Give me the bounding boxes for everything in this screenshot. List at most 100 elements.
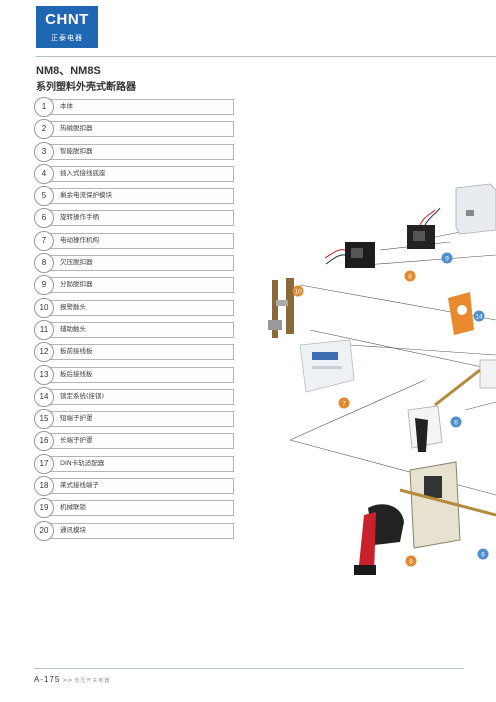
parts-item-label: 智能脱扣器 — [60, 146, 93, 155]
callout-marker — [404, 270, 416, 282]
red-operating-handle-part — [354, 504, 404, 575]
callout-label: 10 — [294, 289, 302, 296]
parts-list-item: 4 插入式接线底座 — [34, 162, 234, 184]
footer-rule — [34, 668, 464, 669]
parts-item-number: 1 — [34, 97, 54, 117]
parts-list-item: 16 长端子护罩 — [34, 429, 234, 452]
callout-marker — [477, 548, 489, 560]
parts-item-label: 热磁脱扣器 — [60, 124, 93, 133]
parts-list: 1 本体 2 热磁脱扣器 3 智能脱扣器 4 插入式接线底座 5 剩余电流保护模块 6 旋转操作手柄 7… — [34, 95, 234, 541]
callout-label: 14 — [475, 314, 483, 321]
callout-marker — [338, 397, 350, 409]
leader-line — [464, 401, 496, 411]
parts-item-number: 8 — [34, 253, 54, 274]
parts-item-label: 莱式接线端子 — [60, 481, 99, 490]
parts-list-item: 9 分励脱扣器 — [34, 273, 234, 296]
parts-item-label: 报警触头 — [60, 302, 86, 311]
parts-item-number: 3 — [34, 141, 54, 162]
parts-item-number: 10 — [34, 297, 54, 318]
page-title-model: NM8、NM8S — [36, 65, 101, 77]
parts-item-label: 电动操作机构 — [60, 235, 99, 244]
parts-list-item: 15 短端子护罩 — [34, 407, 234, 430]
footer-category: 低压开关电器 — [74, 678, 111, 684]
interlock-part — [268, 278, 294, 338]
callout-marker — [473, 310, 485, 322]
parts-item-label: 板后接线板 — [60, 369, 93, 378]
parts-list-item: 13 板后接线板 — [34, 363, 234, 385]
parts-item-label: 通讯模块 — [60, 525, 86, 534]
parts-list-item: 2 热磁脱扣器 — [34, 117, 234, 140]
parts-item-label: 短端子护罩 — [60, 414, 93, 423]
parts-item-label: 锁定系统(挂锁) — [60, 391, 105, 400]
parts-list-item: 10 报警触头 — [34, 296, 234, 318]
parts-list-item: 5 剩余电流保护模块 — [34, 184, 234, 207]
rotary-handle-part — [407, 405, 443, 452]
parts-item-number: 17 — [34, 453, 54, 474]
parts-item-label: 插入式接线底座 — [60, 168, 106, 177]
logo-sub: 正泰电器 — [51, 34, 83, 42]
parts-list-item: 20 通讯模块 — [34, 519, 234, 541]
parts-item-label: 长端子护罩 — [60, 436, 93, 445]
parts-item-number: 7 — [34, 230, 54, 251]
parts-item-label: 剩余电流保护模块 — [60, 191, 112, 200]
parts-item-number: 12 — [34, 342, 54, 363]
leader-line — [364, 254, 496, 266]
leader-line — [289, 379, 426, 441]
parts-item-number: 14 — [34, 386, 54, 407]
parts-list-item: 6 旋转操作手柄 — [34, 206, 234, 229]
handle-mounting-frame-part — [399, 461, 496, 549]
callout-label: 7 — [342, 401, 346, 408]
parts-list-item: 14 锁定系统(挂锁) — [34, 385, 234, 407]
motor-operator-part — [299, 339, 355, 393]
parts-item-number: 6 — [34, 208, 54, 229]
parts-item-number: 16 — [34, 431, 54, 452]
exploded-diagram: 10 8 9 14 7 6 6 6 — [268, 183, 496, 575]
header-rule — [36, 56, 496, 57]
leader-line — [289, 439, 496, 496]
callout-label: 9 — [445, 256, 449, 263]
parts-item-number: 19 — [34, 498, 54, 519]
parts-item-label: 辅助触头 — [60, 324, 86, 333]
parts-item-number: 20 — [34, 520, 54, 541]
parts-list-item: 19 机械联锁 — [34, 496, 234, 519]
parts-item-number: 11 — [34, 319, 54, 340]
parts-item-number: 2 — [34, 119, 54, 140]
parts-list-item: 7 电动操作机构 — [34, 229, 234, 251]
footer-arrows: >> — [62, 677, 73, 684]
callout-marker — [405, 555, 417, 567]
parts-item-number: 5 — [34, 186, 54, 207]
parts-item-number: 15 — [34, 409, 54, 430]
parts-list-item: 11 辅助触头 — [34, 318, 234, 340]
parts-item-label: DIN卡轨适配器 — [60, 458, 105, 467]
breaker-body-part — [455, 183, 496, 235]
parts-item-number: 18 — [34, 476, 54, 497]
leader-line — [309, 329, 496, 371]
chint-logo: CHNT 正泰电器 — [36, 6, 98, 48]
page-title-series: 系列塑料外壳式断路器 — [36, 82, 136, 93]
callout-label: 6 — [481, 552, 485, 559]
padlock-part — [448, 292, 474, 335]
parts-list-item: 17 DIN卡轨适配器 — [34, 452, 234, 474]
callout-label: 6 — [454, 420, 458, 427]
callout-label: 8 — [408, 274, 412, 281]
parts-item-label: 本体 — [60, 102, 73, 110]
page-number: A-175 — [34, 675, 61, 684]
callout-marker — [292, 285, 304, 297]
callout-marker — [441, 252, 453, 264]
logo-brand: CHNT — [45, 11, 89, 28]
parts-item-number: 13 — [34, 364, 54, 385]
parts-item-label: 分励脱扣器 — [60, 280, 93, 289]
parts-item-label: 机械联锁 — [60, 503, 86, 512]
undervoltage-release-part — [324, 242, 375, 268]
parts-item-label: 旋转操作手柄 — [60, 213, 99, 222]
parts-list-item: 3 智能脱扣器 — [34, 140, 234, 162]
parts-item-number: 4 — [34, 163, 54, 184]
parts-item-number: 9 — [34, 275, 54, 296]
parts-list-item: 1 本体 — [34, 95, 234, 117]
callout-label: 6 — [409, 559, 413, 566]
parts-list-item: 18 莱式接线端子 — [34, 474, 234, 497]
page-footer: A-175>>低压开关电器 — [34, 675, 110, 684]
extended-rotary-handle-part — [434, 359, 496, 407]
